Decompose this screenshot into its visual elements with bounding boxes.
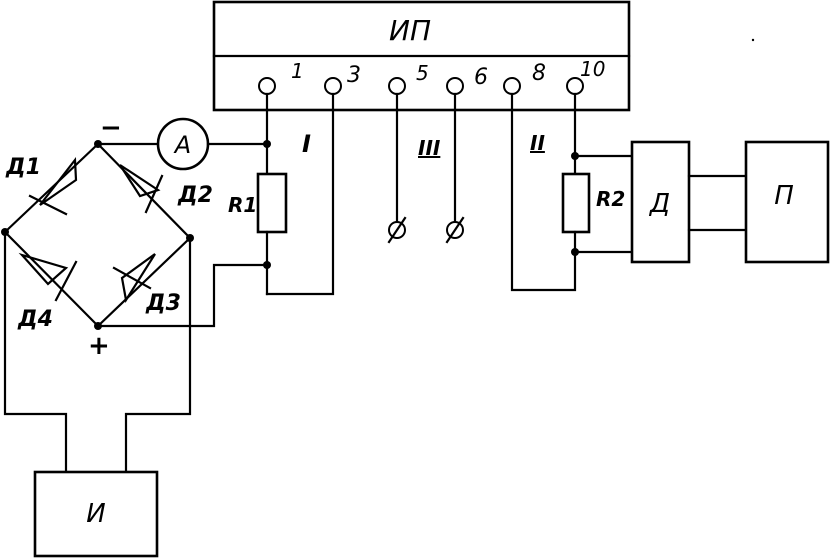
diode-d2 xyxy=(119,164,164,214)
device-d-label: Д xyxy=(649,189,670,219)
device-d-block: Д xyxy=(630,140,691,264)
instrument-block: ИП xyxy=(212,0,631,112)
diode-bridge: Д1 Д2 Д3 Д4 − + xyxy=(1,113,213,361)
circuit-1: R1 I xyxy=(96,92,335,328)
diode-d1 xyxy=(28,156,78,216)
ammeter-label: A xyxy=(173,131,191,159)
label-circuit-1: I xyxy=(302,130,311,158)
terminal-label-10: 10 xyxy=(580,57,605,81)
terminal-5[interactable] xyxy=(388,77,406,95)
label-r1: R1 xyxy=(228,193,257,217)
device-p-block: П xyxy=(744,140,830,264)
diode-d4 xyxy=(18,252,78,302)
terminal-3[interactable] xyxy=(324,77,342,95)
terminal-6[interactable] xyxy=(446,77,464,95)
terminal-label-5: 5 xyxy=(416,61,429,85)
label-d1: Д1 xyxy=(5,155,41,180)
terminal-label-8: 8 xyxy=(532,61,546,86)
label-circuit-3: III xyxy=(418,136,441,160)
label-plus: + xyxy=(88,331,110,361)
resistor-r1 xyxy=(256,172,288,234)
source-label: И xyxy=(86,499,105,529)
terminal-label-3: 3 xyxy=(347,63,361,88)
label-r2: R2 xyxy=(596,187,625,211)
label-d2: Д2 xyxy=(177,183,213,208)
diode-d3 xyxy=(112,253,156,303)
terminal-8[interactable] xyxy=(503,77,521,95)
circuit-2: R2 II xyxy=(510,92,634,292)
terminal-1[interactable] xyxy=(258,77,276,95)
label-d4: Д4 xyxy=(17,307,53,332)
resistor-r2 xyxy=(561,172,591,234)
device-p-label: П xyxy=(774,181,794,211)
source-block: И xyxy=(3,230,192,558)
label-circuit-2: II xyxy=(530,131,545,155)
instrument-label: ИП xyxy=(389,14,431,47)
label-d3: Д3 xyxy=(145,291,181,316)
terminal-label-6: 6 xyxy=(474,65,488,90)
circuit-3: III xyxy=(387,92,465,244)
label-minus: − xyxy=(100,113,122,143)
ammeter: A xyxy=(96,117,269,171)
terminal-label-1: 1 xyxy=(291,59,304,83)
speck xyxy=(751,38,755,42)
